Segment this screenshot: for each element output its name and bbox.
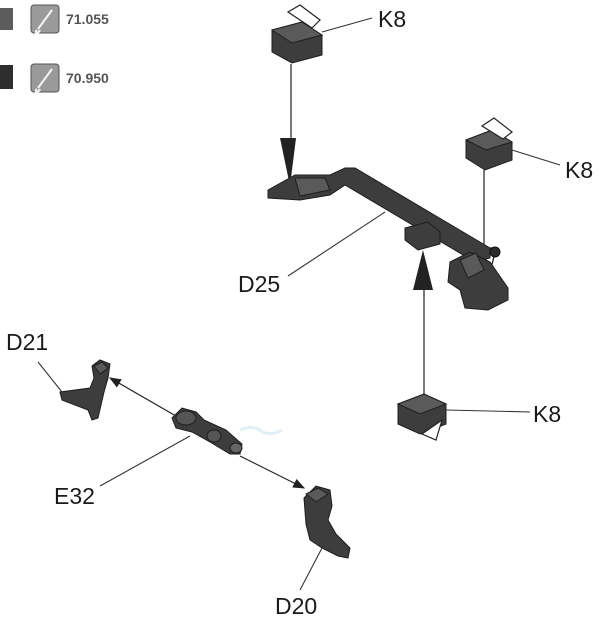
leader-d20: [299, 547, 323, 591]
label-d21: D21: [6, 329, 48, 355]
part-d21: [59, 359, 111, 421]
part-e32: [171, 407, 283, 455]
part-d20: [303, 485, 351, 559]
part-k8-right: [464, 117, 514, 171]
label-e32: E32: [54, 483, 95, 509]
part-k8-top: [270, 4, 324, 64]
paint-swatch: [0, 65, 13, 89]
label-k8-top: K8: [378, 6, 406, 32]
label-d20: D20: [275, 593, 317, 619]
label-k8-right: K8: [565, 157, 593, 183]
leader-k8-top: [321, 17, 373, 33]
leader-k8-bottom: [445, 409, 531, 413]
part-k8-bottom: [396, 393, 448, 441]
paint-code-text: 70.950: [66, 70, 109, 86]
label-k8-bottom: K8: [533, 401, 561, 427]
paint-code-text: 71.055: [66, 11, 109, 27]
leader-d25: [287, 211, 386, 277]
paintbrush-icon: [30, 4, 60, 35]
leader-d21: [37, 361, 63, 393]
arrowhead-icon: [413, 250, 433, 290]
paint-swatch: [0, 8, 13, 30]
part-d25: [267, 167, 509, 311]
paint-legend-item-1: 71.055: [0, 4, 109, 35]
label-d25: D25: [238, 271, 280, 297]
paint-legend-item-2: 70.950: [0, 63, 109, 94]
paint-legend: 71.055 70.950: [0, 4, 109, 94]
arrowhead-icon: [280, 138, 296, 186]
leader-e32: [99, 435, 191, 487]
assembly-arrow: [108, 377, 177, 417]
paintbrush-icon: [30, 63, 60, 94]
leader-k8-right: [511, 149, 561, 166]
assembly-arrow: [239, 455, 306, 489]
